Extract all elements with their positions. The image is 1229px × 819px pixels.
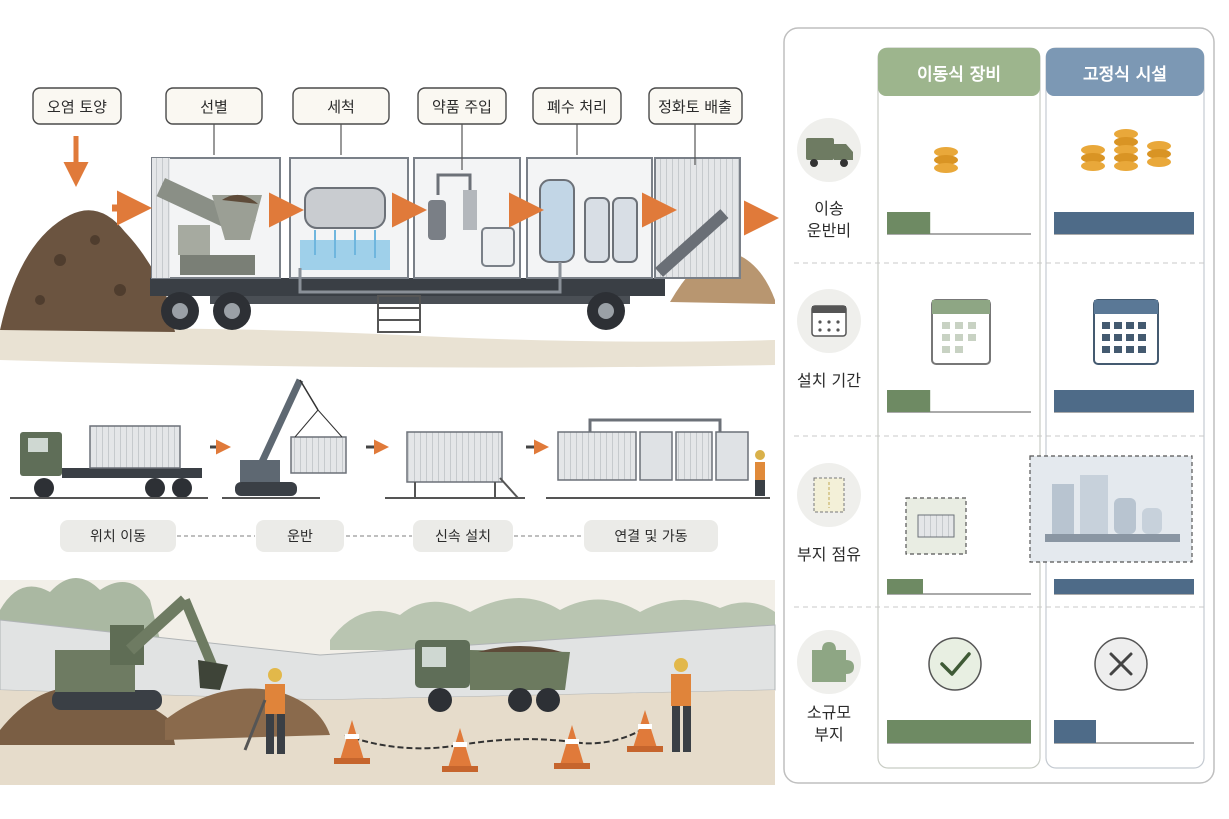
crane [222, 378, 347, 499]
connected-containers [546, 418, 770, 499]
process-step-text: 약품 주입 [432, 98, 492, 116]
fixed-level-bar [1054, 212, 1194, 234]
check-icon [928, 637, 982, 691]
process-step-text: 세척 [327, 98, 355, 116]
trailer-wheel [213, 292, 251, 330]
installed-container [385, 431, 525, 499]
row-label: 이송 [814, 199, 843, 218]
process-step-label: 선별 [165, 87, 263, 125]
worker [755, 450, 765, 496]
small-footprint-icon [905, 497, 967, 555]
mobile-column-title: 이동식 장비 [917, 65, 1001, 85]
deployment-step-text: 연결 및 가동 [614, 529, 687, 545]
trailer-wheel [161, 292, 199, 330]
row-label: 설치 기간 [797, 371, 861, 390]
site-scene [0, 577, 776, 785]
process-step-text: 선별 [200, 98, 228, 116]
screening-unit [156, 178, 262, 275]
row-label: 운반비 [807, 221, 851, 240]
wastewater-treatment-unit [539, 179, 638, 263]
deployment-step-label: 운반 [256, 520, 344, 552]
ground [0, 328, 775, 368]
washing-drum [300, 187, 390, 270]
process-step-label: 세척 [292, 87, 390, 125]
worker [671, 658, 691, 752]
discharge-conveyor [655, 209, 729, 277]
process-step-label: 오염 토양 [32, 87, 122, 125]
fixed-column-header [1046, 48, 1204, 96]
mobile-level-bar [887, 579, 923, 594]
row-label: 부지 [814, 725, 843, 744]
level-bars [887, 212, 1194, 744]
fixed-level-bar [1054, 390, 1194, 412]
deployment-step-label: 연결 및 가동 [584, 520, 718, 552]
chemical-injection-unit [428, 173, 515, 267]
calendar-icon [811, 305, 847, 337]
process-step-label: 약품 주입 [417, 87, 507, 125]
deployment-step-label: 신속 설치 [413, 520, 513, 552]
process-section: 오염 토양 선별 세척 약품 주입 폐수 처리 정화토 배출 [0, 87, 779, 368]
traffic-cone [554, 725, 590, 769]
traffic-cone [334, 720, 370, 764]
mobile-column-header [878, 48, 1040, 96]
dump-truck [415, 640, 570, 712]
deployment-step-label: 위치 이동 [60, 520, 176, 552]
coin-stack-icon [934, 147, 958, 173]
process-step-text: 정화토 배출 [658, 98, 732, 116]
deployment-step-text: 운반 [287, 529, 313, 545]
row-small-site: 소규모 부지 [797, 630, 1148, 744]
trailer-wheel [587, 292, 625, 330]
mobile-level-bar [887, 212, 931, 234]
row-installation-period: 설치 기간 [797, 289, 1159, 390]
soil-mound [165, 688, 330, 740]
cross-icon [1094, 637, 1148, 691]
puzzle-icon [812, 642, 854, 682]
large-footprint-icon [1029, 455, 1193, 563]
container-truck [10, 425, 208, 499]
process-step-text: 폐수 처리 [547, 98, 607, 116]
process-step-label: 정화토 배출 [648, 87, 743, 125]
deployment-step-text: 위치 이동 [90, 529, 146, 545]
fixed-level-bar [1054, 720, 1096, 743]
mobile-level-bar [887, 720, 1031, 743]
process-step-text: 오염 토양 [47, 98, 107, 116]
fixed-column-title: 고정식 시설 [1083, 65, 1167, 85]
deployment-step-text: 신속 설치 [435, 529, 491, 545]
pipe [298, 262, 562, 294]
mobile-level-bar [887, 390, 931, 412]
barrier-chain [344, 727, 646, 750]
calendar-icon [1093, 299, 1159, 365]
site-area-icon [813, 477, 845, 513]
truck-icon [806, 138, 853, 167]
excavator [52, 595, 228, 710]
fixed-level-bar [1054, 579, 1194, 594]
worker [243, 668, 285, 754]
deployment-section: 위치 이동 운반 신속 설치 연결 및 가동 [10, 378, 770, 552]
contaminated-soil-pile [0, 210, 175, 332]
row-transport-cost: 이송 운반비 [797, 118, 1171, 240]
row-site-footprint: 부지 점유 [797, 455, 1193, 564]
coin-stack-icon [1081, 129, 1171, 171]
calendar-icon [931, 299, 991, 365]
comparison-panel: 이동식 장비 고정식 시설 이송 운반비 [783, 27, 1215, 784]
process-step-label: 폐수 처리 [532, 87, 622, 125]
row-label: 소규모 [807, 703, 851, 722]
traffic-cone [442, 728, 478, 772]
row-label: 부지 점유 [797, 545, 861, 564]
traffic-cone [627, 710, 663, 752]
